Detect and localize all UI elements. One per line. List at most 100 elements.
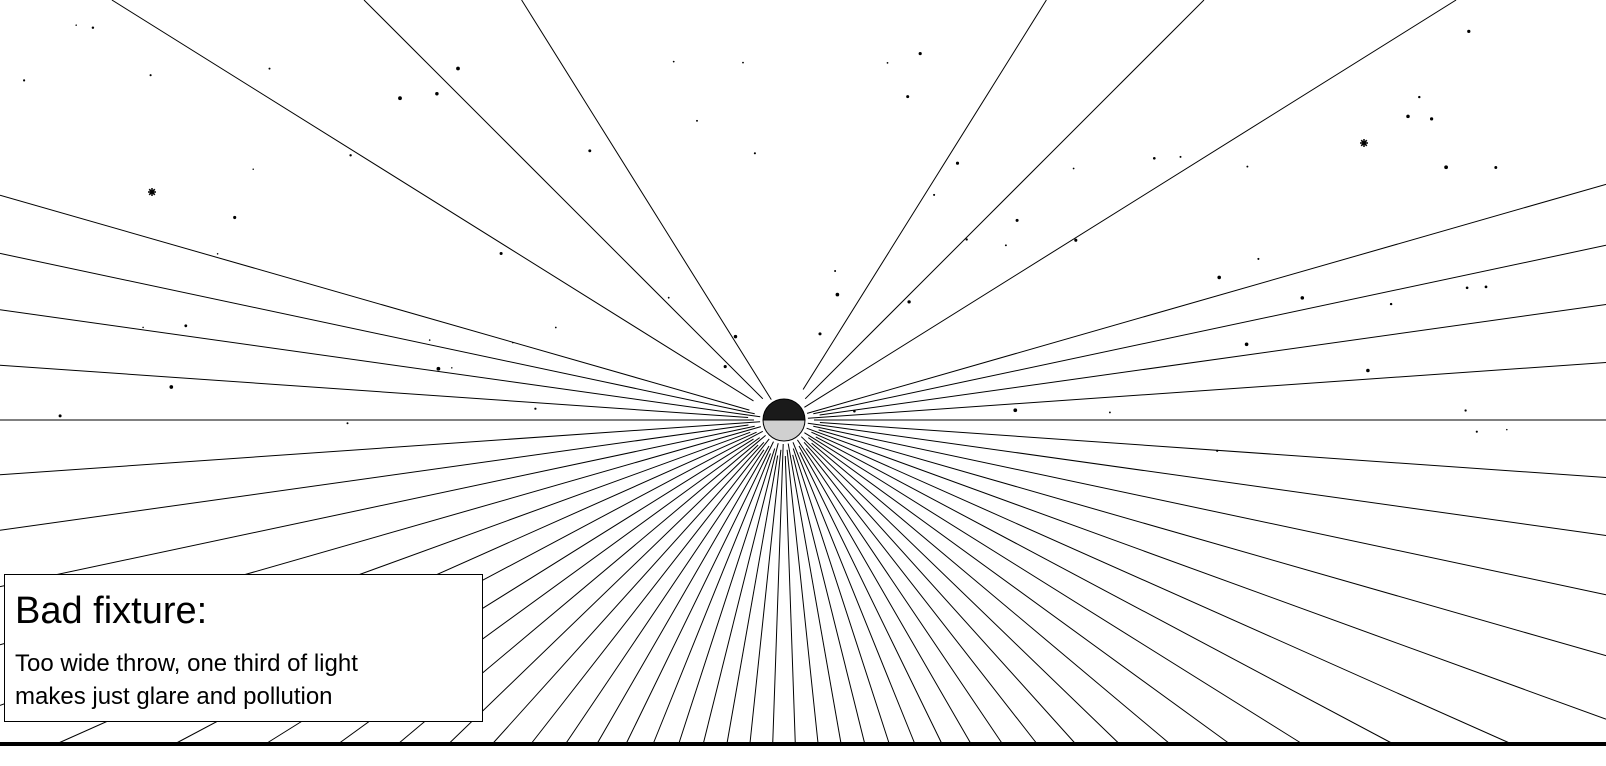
star bbox=[672, 60, 675, 63]
star bbox=[1465, 286, 1469, 290]
star bbox=[346, 422, 349, 425]
light-ray bbox=[804, 0, 1457, 408]
caption-title: Bad fixture: bbox=[15, 590, 208, 632]
light-ray bbox=[811, 442, 1171, 745]
star bbox=[906, 95, 910, 99]
star bbox=[742, 61, 744, 64]
fixture-housing bbox=[762, 398, 806, 421]
light-ray bbox=[0, 364, 749, 418]
star bbox=[1004, 244, 1007, 247]
light-ray bbox=[448, 444, 759, 745]
light-ray bbox=[749, 449, 782, 745]
caption-body: Too wide throw, one third of light makes… bbox=[15, 647, 358, 713]
light-ray bbox=[786, 449, 819, 745]
star bbox=[1484, 285, 1488, 289]
light-ray bbox=[818, 429, 1606, 657]
light-ray bbox=[111, 0, 754, 402]
light-ray bbox=[625, 441, 774, 745]
star bbox=[733, 334, 738, 339]
star bbox=[349, 154, 352, 157]
light-ray bbox=[363, 0, 764, 400]
star bbox=[1406, 114, 1410, 119]
star bbox=[428, 339, 431, 341]
light-ray bbox=[813, 244, 1606, 415]
star bbox=[23, 79, 26, 82]
star bbox=[216, 253, 219, 255]
star bbox=[91, 26, 95, 29]
light-ray bbox=[799, 452, 943, 745]
light-ray bbox=[0, 424, 749, 531]
star bbox=[1246, 165, 1249, 168]
light-ray bbox=[796, 439, 1003, 745]
star bbox=[1074, 238, 1078, 242]
star bbox=[1108, 411, 1111, 414]
light-rays bbox=[0, 0, 1606, 745]
bright-star bbox=[148, 188, 156, 196]
star bbox=[169, 385, 174, 389]
star bbox=[1506, 428, 1508, 431]
light-ray bbox=[702, 443, 779, 745]
star bbox=[252, 168, 254, 170]
caption-line-1: Too wide throw, one third of light bbox=[15, 650, 358, 677]
light-ray bbox=[784, 455, 796, 745]
light-ray bbox=[802, 0, 1047, 390]
light-ray bbox=[807, 362, 1606, 419]
light-ray bbox=[726, 455, 779, 745]
light-ray bbox=[804, 0, 1205, 400]
light-ray bbox=[530, 438, 770, 745]
star bbox=[554, 326, 557, 329]
star bbox=[1464, 409, 1467, 412]
star bbox=[965, 238, 968, 241]
light-ray bbox=[596, 445, 770, 745]
light-ray bbox=[815, 436, 1394, 745]
star bbox=[1244, 342, 1249, 347]
light-ray bbox=[806, 183, 1606, 414]
star bbox=[723, 365, 727, 369]
light-ray bbox=[798, 445, 972, 745]
star bbox=[1072, 167, 1075, 170]
star bbox=[233, 215, 237, 220]
light-ray bbox=[792, 448, 890, 745]
light-fixture bbox=[762, 398, 806, 442]
light-ray bbox=[491, 441, 765, 745]
light-ray bbox=[678, 448, 776, 745]
light-ray bbox=[813, 425, 1606, 596]
light-ray bbox=[787, 443, 842, 745]
star bbox=[436, 366, 441, 371]
light-ray bbox=[804, 432, 1303, 745]
light-ray bbox=[772, 443, 784, 745]
light-ray bbox=[805, 448, 1038, 745]
light-ray bbox=[0, 194, 750, 411]
star bbox=[142, 326, 144, 329]
star bbox=[886, 62, 889, 64]
light-ray bbox=[521, 0, 772, 400]
star bbox=[1257, 257, 1260, 260]
light-ray bbox=[792, 454, 866, 745]
fixture-lens bbox=[762, 419, 806, 442]
star bbox=[1418, 95, 1421, 99]
caption-box: Bad fixture: Too wide throw, one third o… bbox=[4, 574, 483, 722]
star bbox=[1494, 166, 1498, 169]
star bbox=[834, 270, 837, 272]
star bbox=[753, 152, 756, 155]
light-ray bbox=[806, 427, 1606, 720]
star bbox=[1300, 296, 1305, 300]
star bbox=[1366, 368, 1370, 373]
caption-line-2: makes just glare and pollution bbox=[15, 683, 333, 710]
light-ray bbox=[565, 449, 765, 745]
star bbox=[75, 24, 77, 26]
star bbox=[696, 119, 698, 122]
light-ray bbox=[652, 453, 771, 745]
bright-star bbox=[1360, 139, 1368, 147]
star bbox=[933, 193, 936, 196]
star bbox=[907, 300, 911, 304]
light-ray bbox=[807, 422, 1606, 536]
star bbox=[451, 367, 453, 369]
light-ray bbox=[0, 252, 755, 415]
star bbox=[918, 52, 922, 56]
star bbox=[1467, 29, 1471, 34]
star bbox=[1429, 117, 1434, 121]
light-ray bbox=[0, 425, 755, 588]
light-ray bbox=[0, 421, 761, 476]
